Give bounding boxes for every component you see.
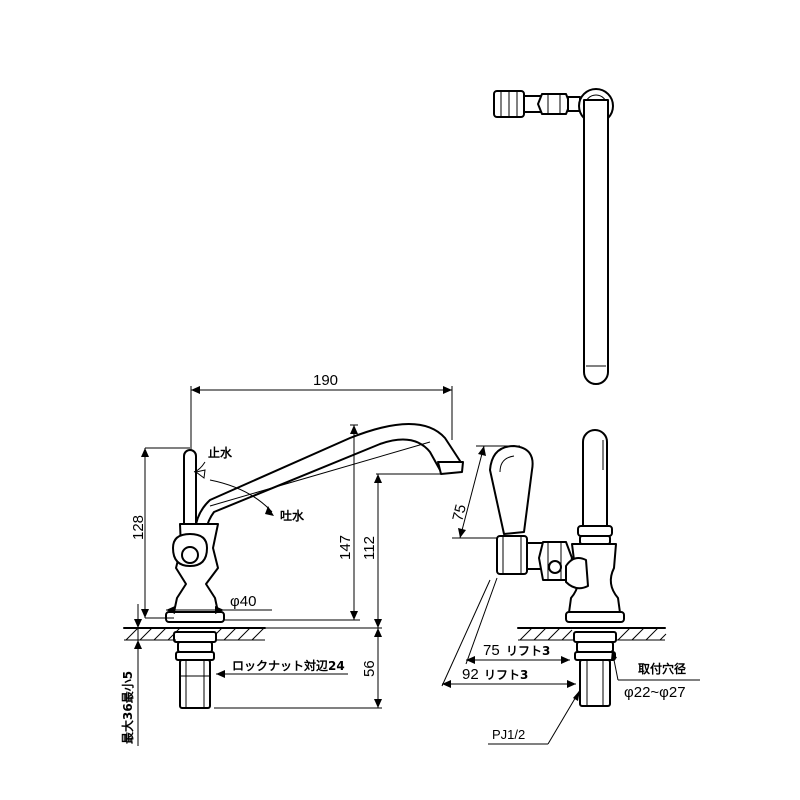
- thread-label: PJ1/2: [492, 727, 525, 742]
- spout-water-label: 吐水: [280, 508, 305, 523]
- dimension-190: 190: [190, 372, 453, 450]
- lift-92-word: リフト3: [484, 668, 528, 682]
- lift-75-value: 75: [483, 642, 500, 659]
- spout-height-value: 112: [361, 536, 378, 560]
- dimension-112: 112: [361, 473, 440, 628]
- below-counter-value: 56: [361, 660, 378, 677]
- dimension-max-min: 最大36最小5: [120, 604, 176, 746]
- total-height-value: 147: [337, 535, 354, 560]
- dimension-56: 56: [214, 627, 382, 709]
- dimension-128: 128: [130, 447, 190, 619]
- thread-callout: PJ1/2: [488, 689, 581, 745]
- mount-hole-value: φ22~φ27: [624, 684, 686, 701]
- dimension-lift: 75 リフト3 92 リフト3: [441, 577, 576, 688]
- mount-hole-callout: 取付穴径 φ22~φ27: [611, 649, 700, 701]
- max-min-value: 最大36最小5: [120, 671, 135, 744]
- lever-length-value: 75: [449, 503, 470, 523]
- lift-92-value: 92: [462, 666, 479, 683]
- dimension-dia40: φ40: [166, 593, 272, 614]
- top-view: [493, 88, 614, 385]
- side-view: 止水 吐水 190 128: [120, 372, 464, 746]
- lift-75-word: リフト3: [506, 644, 550, 658]
- lock-nut-label: ロックナット対辺24: [232, 658, 345, 673]
- body-diameter-value: φ40: [230, 593, 256, 610]
- handle-height-value: 128: [130, 515, 147, 540]
- mount-hole-title: 取付穴径: [638, 661, 686, 676]
- front-view: 75 75 リフト3 92 リフト3 取付穴径 φ22~φ27: [441, 429, 700, 745]
- dimension-lever-75: 75: [449, 445, 520, 539]
- dimension-147: 147: [224, 424, 360, 621]
- spout-reach-value: 190: [313, 372, 338, 389]
- stop-water-label: 止水: [208, 445, 233, 460]
- lock-nut-callout: ロックナット対辺24: [216, 658, 348, 678]
